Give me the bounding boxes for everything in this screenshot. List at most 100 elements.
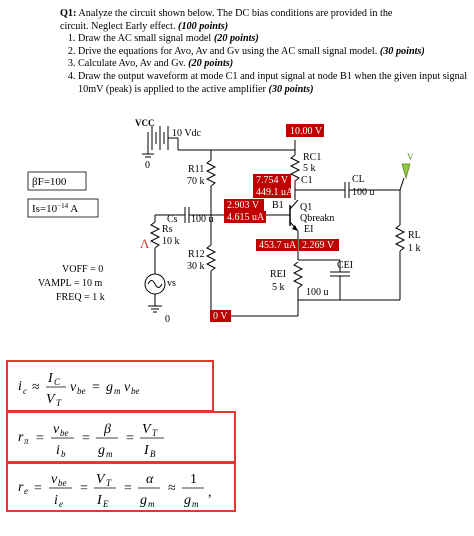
svg-text:m: m xyxy=(106,449,113,459)
question-total-points: (100 points) xyxy=(178,20,229,32)
svg-text:e: e xyxy=(59,499,63,509)
svg-text:i: i xyxy=(54,493,58,508)
svg-text:V: V xyxy=(46,392,56,407)
transistor-collector xyxy=(289,199,299,210)
vcc-value: 10 Vdc xyxy=(172,128,202,139)
r12-resistor xyxy=(205,244,217,272)
ie-value: 453.7 uA xyxy=(259,240,297,251)
question-item-3: Calculate Avo, Av and Gv. (20 points) xyxy=(78,58,468,71)
svg-text:,: , xyxy=(208,485,212,500)
rei-resistor xyxy=(292,261,304,289)
svg-text:T: T xyxy=(106,478,112,488)
svg-text:g: g xyxy=(184,493,191,508)
beta-value: βF=100 xyxy=(32,176,67,188)
vampl-label: VAMPL = 10 m xyxy=(38,278,102,289)
svg-text:i: i xyxy=(18,379,22,394)
question-item-4: Draw the output waveform at mode C1 and … xyxy=(78,71,468,96)
rl-name: RL xyxy=(408,230,421,241)
vc-box xyxy=(253,174,291,186)
rei-name: REI xyxy=(270,269,286,280)
q-model: Qbreakn xyxy=(300,213,334,224)
svg-text:I: I xyxy=(143,443,150,458)
voff-label: VOFF = 0 xyxy=(62,264,103,275)
current-probe-icon: Λ xyxy=(140,236,150,251)
svg-text:g: g xyxy=(140,493,147,508)
cl-value: 100 u xyxy=(352,187,375,198)
ground-node-box xyxy=(210,310,231,322)
svg-text:g: g xyxy=(106,380,113,395)
ib-value: 4.615 uA xyxy=(227,212,265,223)
ve-box xyxy=(299,239,339,251)
rs-name: Rs xyxy=(162,224,173,235)
rc1-resistor xyxy=(289,154,301,182)
beta-box xyxy=(27,171,87,191)
svg-text:=: = xyxy=(36,431,44,446)
svg-text:be: be xyxy=(58,478,67,488)
rc1-value: 5 k xyxy=(303,163,316,174)
rl-resistor xyxy=(394,224,406,252)
probe-label: V xyxy=(407,152,414,162)
node-b1: B1 xyxy=(272,200,284,211)
vb-box xyxy=(224,199,264,211)
svg-text:≈: ≈ xyxy=(168,481,176,496)
svg-text:v: v xyxy=(53,422,60,437)
svg-text:r: r xyxy=(18,430,24,445)
svg-text:c: c xyxy=(23,386,27,396)
node-ei: EI xyxy=(304,224,313,235)
probe-wire xyxy=(399,177,405,191)
ground-label-1: 0 xyxy=(145,160,150,171)
svg-text:v: v xyxy=(124,380,131,395)
r11-name: R11 xyxy=(188,164,204,175)
question-label: Q1: xyxy=(60,8,77,19)
ie-box xyxy=(256,239,298,251)
question-list: Draw the AC small signal model (20 point… xyxy=(60,33,468,96)
svg-text:C: C xyxy=(54,377,61,387)
svg-text:1: 1 xyxy=(190,472,197,487)
svg-text:be: be xyxy=(131,386,140,396)
is-box xyxy=(27,198,99,218)
cs-name: Cs xyxy=(167,214,178,225)
svg-text:be: be xyxy=(77,386,86,396)
question-item-2: Drive the equations for Avo, Av and Gv u… xyxy=(78,46,468,59)
vc-value: 7.754 V xyxy=(256,175,289,186)
question-intro: Analyze the circuit shown below. The DC … xyxy=(78,8,393,19)
svg-text:v: v xyxy=(70,380,77,395)
vcc-node-value: 10.00 V xyxy=(290,126,323,137)
is-text: Is=10−14 A xyxy=(32,202,78,215)
r11-resistor xyxy=(205,159,217,187)
svg-text:=: = xyxy=(34,481,42,496)
cs-value: 100 u xyxy=(191,214,214,225)
svg-text:=: = xyxy=(126,431,134,446)
rs-resistor xyxy=(149,221,161,249)
vs-name: vs xyxy=(167,278,176,289)
svg-text:B: B xyxy=(150,449,156,459)
ib-box xyxy=(224,211,266,223)
rei-value: 5 k xyxy=(272,282,285,293)
svg-text:b: b xyxy=(61,449,66,459)
svg-text:V: V xyxy=(96,472,106,487)
svg-text:T: T xyxy=(56,398,62,408)
question-intro-line-2: circuit. Neglect Early effect. (100 poin… xyxy=(60,21,468,34)
svg-text:m: m xyxy=(148,499,155,509)
svg-text:m: m xyxy=(192,499,199,509)
rl-value: 1 k xyxy=(408,243,421,254)
ve-value: 2.269 V xyxy=(302,240,335,251)
svg-text:=: = xyxy=(124,481,132,496)
vb-value: 2.903 V xyxy=(227,200,260,211)
svg-text:T: T xyxy=(152,428,158,438)
rs-value: 10 k xyxy=(162,236,180,247)
question-intro-line: Q1: Analyze the circuit shown below. The… xyxy=(60,8,468,21)
r12-name: R12 xyxy=(188,249,205,260)
svg-text:=: = xyxy=(92,380,100,395)
vcc-node-box xyxy=(286,124,324,137)
circuit-diagram: V Λ 10.00 V 7.754 V 449.1 uA 2.903 V 4.6… xyxy=(27,118,421,325)
ground-label-2: 0 xyxy=(165,314,170,325)
ic-value: 449.1 uA xyxy=(256,187,294,198)
svg-text:=: = xyxy=(82,431,90,446)
svg-text:E: E xyxy=(102,499,109,509)
freq-label: FREQ = 1 k xyxy=(56,292,105,303)
